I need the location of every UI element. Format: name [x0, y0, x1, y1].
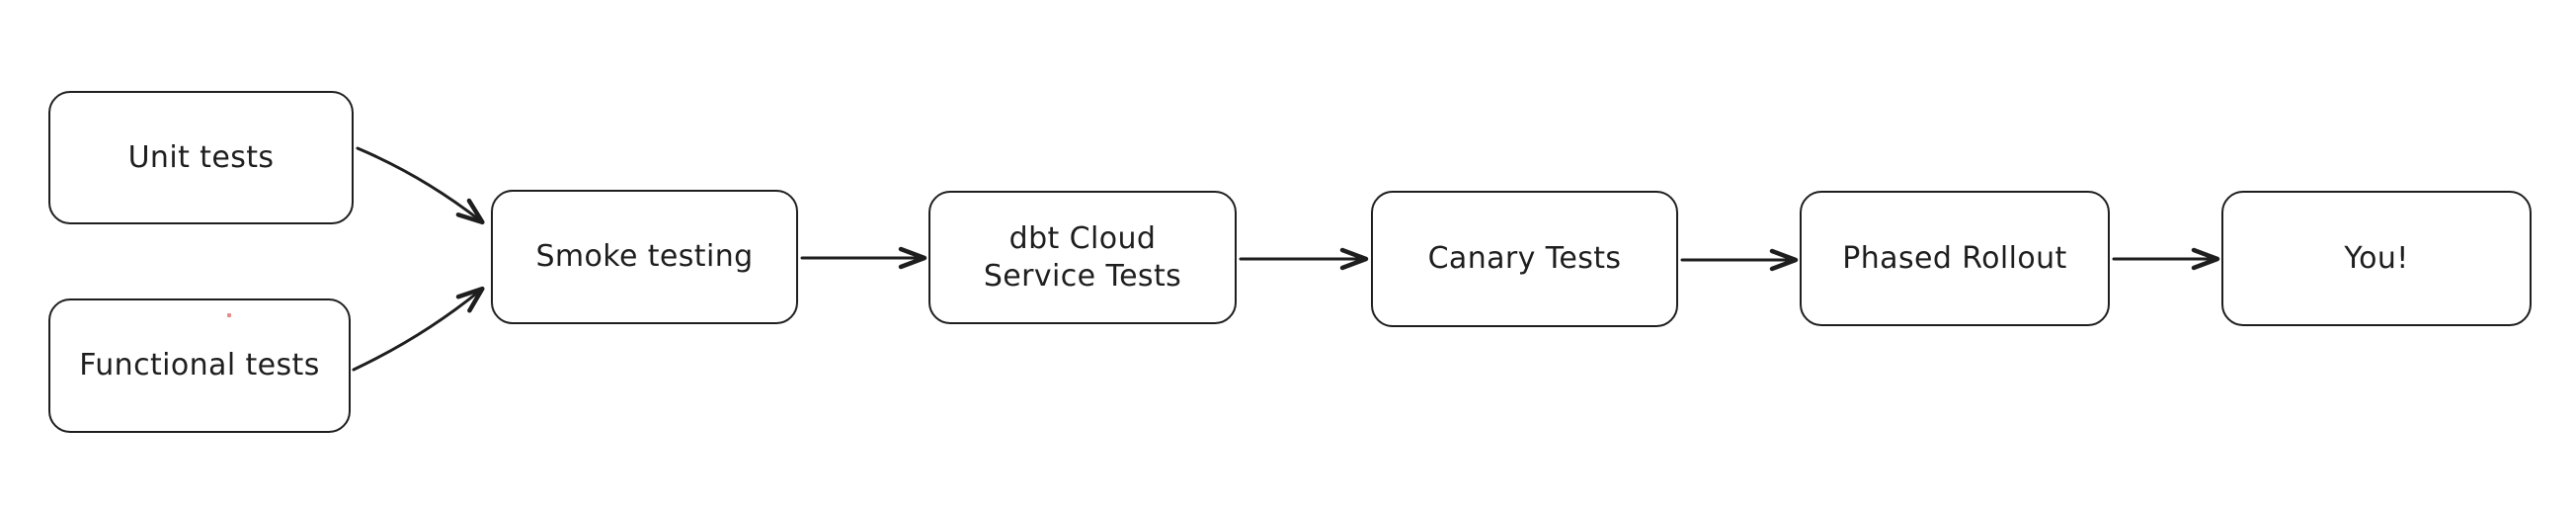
node-phased-rollout-label: Phased Rollout — [1842, 240, 2067, 276]
edge-unit-tests-to-smoke-testing — [356, 146, 485, 225]
edge-functional-tests-to-smoke-testing — [352, 286, 485, 372]
node-smoke-testing: Smoke testing — [491, 190, 798, 324]
node-unit-tests-label: Unit tests — [127, 139, 275, 175]
node-unit-tests: Unit tests — [48, 91, 354, 224]
node-functional-tests-label: Functional tests — [79, 348, 320, 382]
stray-red-mark — [227, 313, 231, 317]
node-dbt-cloud-service-tests-label-line2: Service Tests — [983, 258, 1182, 294]
node-you-label: You! — [2344, 240, 2409, 276]
node-you: You! — [2221, 191, 2532, 326]
node-canary-tests-label: Canary Tests — [1427, 241, 1622, 276]
node-phased-rollout: Phased Rollout — [1800, 191, 2110, 326]
node-smoke-testing-label: Smoke testing — [535, 239, 754, 274]
node-dbt-cloud-service-tests-label-line1: dbt Cloud — [1008, 220, 1157, 256]
node-dbt-cloud-service-tests: dbt Cloud Service Tests — [928, 191, 1237, 324]
node-canary-tests: Canary Tests — [1371, 191, 1678, 327]
node-functional-tests: Functional tests — [48, 298, 351, 433]
